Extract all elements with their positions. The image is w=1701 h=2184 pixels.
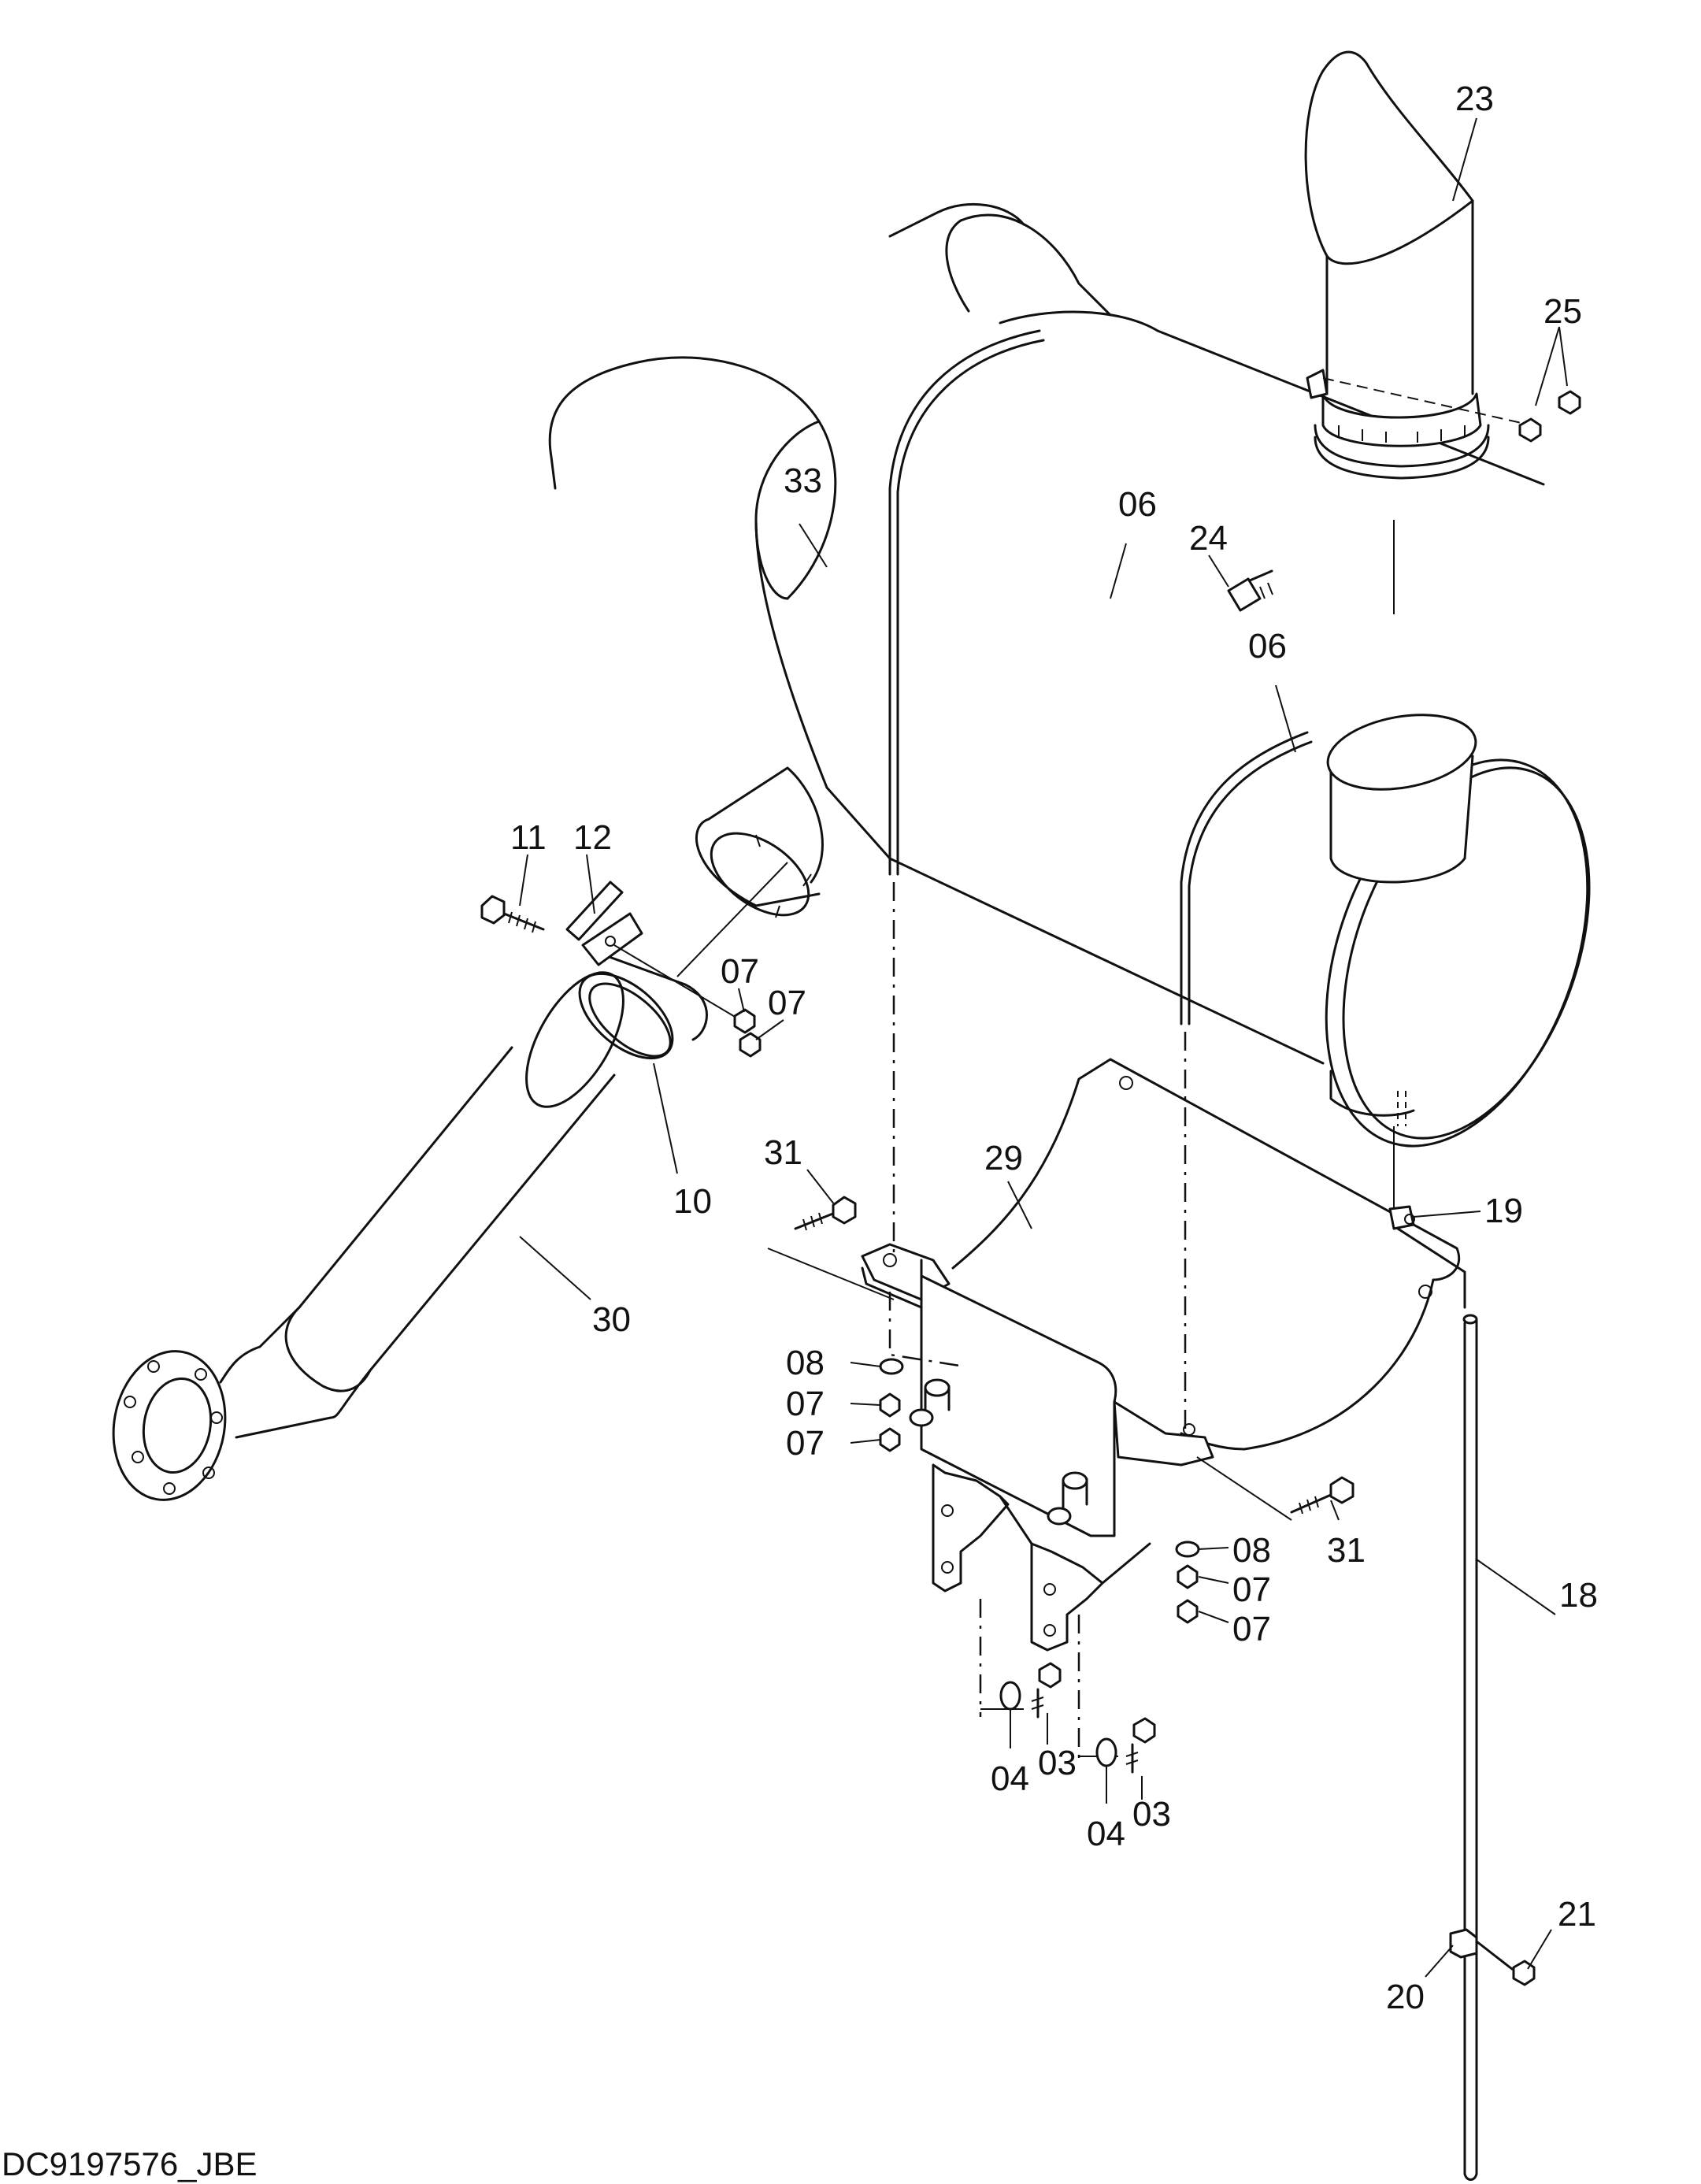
drain-tube-18 bbox=[1393, 1126, 1478, 2181]
callout-19: 19 bbox=[1484, 1192, 1523, 1230]
callout-07-left-a: 07 bbox=[786, 1385, 825, 1423]
callout-30: 30 bbox=[592, 1300, 631, 1339]
hardware-left-stack bbox=[879, 1358, 904, 1452]
muffler-inlet-pipe bbox=[695, 766, 824, 918]
bolts-03 bbox=[1031, 1662, 1156, 1774]
sleeve-guide-line bbox=[676, 862, 788, 977]
callout-29: 29 bbox=[984, 1139, 1023, 1177]
u-band-clamps bbox=[888, 329, 1313, 1025]
exhaust-flex-pipe bbox=[112, 971, 624, 1501]
callout-07-clamp-b: 07 bbox=[768, 984, 806, 1022]
exhaust-stack bbox=[1304, 50, 1490, 480]
callout-11: 11 bbox=[510, 818, 547, 857]
leader-lines bbox=[519, 117, 1568, 1978]
callout-24: 24 bbox=[1189, 519, 1228, 558]
callout-20: 20 bbox=[1386, 1978, 1425, 2016]
callout-08-right: 08 bbox=[1232, 1531, 1271, 1570]
mounting-bracket-29 bbox=[861, 1058, 1461, 1652]
bolt-11 bbox=[480, 895, 545, 933]
callout-07-right-a: 07 bbox=[1232, 1570, 1271, 1609]
callout-25: 25 bbox=[1544, 292, 1582, 331]
callout-06-top: 06 bbox=[1118, 485, 1157, 524]
callout-10: 10 bbox=[673, 1182, 712, 1221]
callout-labels: 23 25 24 33 06 06 11 12 07 07 10 30 31 2… bbox=[510, 80, 1598, 2016]
bolt-31-right bbox=[1290, 1476, 1354, 1515]
bolt-guide-line-25 bbox=[1322, 377, 1532, 426]
callout-23: 23 bbox=[1455, 80, 1494, 118]
nuts-25 bbox=[1518, 390, 1581, 443]
callout-12: 12 bbox=[573, 818, 612, 857]
callout-04-right: 04 bbox=[1087, 1815, 1125, 1853]
callout-04-left: 04 bbox=[991, 1759, 1029, 1798]
callout-07-clamp-a: 07 bbox=[721, 952, 759, 991]
clip-20 bbox=[1449, 1928, 1514, 1971]
hardware-right-stack bbox=[1175, 1541, 1200, 1624]
callout-08-left: 08 bbox=[786, 1344, 825, 1382]
spacers bbox=[909, 1378, 1088, 1526]
nuts-07-clamp bbox=[733, 1008, 762, 1058]
bolt-31-left bbox=[794, 1196, 857, 1231]
callout-31-right: 31 bbox=[1327, 1531, 1366, 1570]
callout-06-mid: 06 bbox=[1248, 627, 1287, 666]
callout-03-right: 03 bbox=[1132, 1795, 1171, 1834]
callout-18: 18 bbox=[1559, 1576, 1598, 1615]
callout-07-right-b: 07 bbox=[1232, 1610, 1271, 1648]
bolt-guide-line-11 bbox=[613, 944, 741, 1021]
callout-03-left: 03 bbox=[1038, 1744, 1077, 1782]
callout-33: 33 bbox=[784, 462, 822, 500]
callout-21: 21 bbox=[1558, 1895, 1596, 1934]
callout-31-left: 31 bbox=[764, 1133, 802, 1172]
bolt-24 bbox=[1227, 569, 1273, 612]
callout-07-left-b: 07 bbox=[786, 1424, 825, 1463]
bracket-guide-lines bbox=[767, 882, 1292, 1764]
washers-04 bbox=[999, 1681, 1117, 1767]
elbow-19 bbox=[1388, 1205, 1415, 1230]
pipe-clamp-10 bbox=[578, 912, 708, 1060]
muffler-body bbox=[548, 202, 1591, 1148]
document-id: DC9197576_JBE bbox=[2, 2145, 258, 2182]
